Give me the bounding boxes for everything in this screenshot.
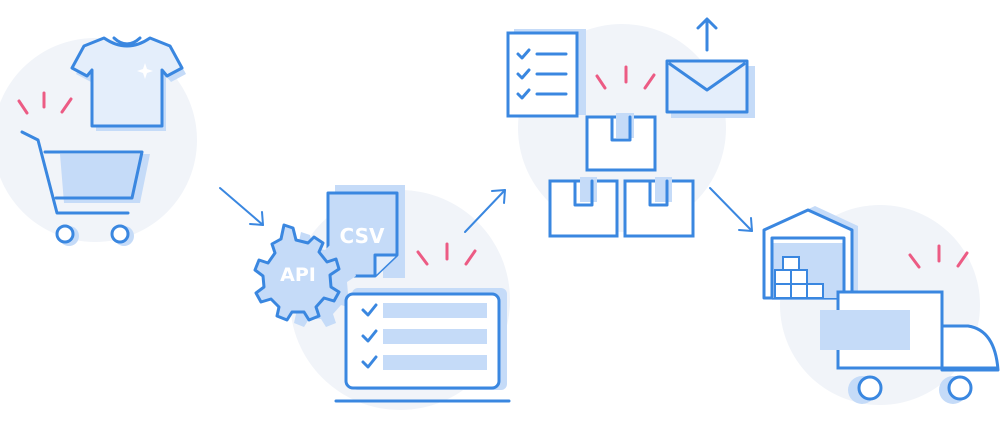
arrow-step3-to-step4 [709,187,753,232]
highlight-burst-truck [908,244,969,269]
box-bottom-right [623,177,695,238]
tshirt-icon [70,36,186,131]
stacked-boxes-icon [548,113,695,238]
step-ship [762,206,1000,404]
laptop-checklist-icon [334,288,511,403]
truck-wheel-front [939,375,973,404]
checklist-icon [506,29,586,118]
step-integration: CSV API [253,185,511,403]
laptop-checklist-rows [361,303,487,370]
envelope-icon [665,59,755,118]
csv-label: CSV [340,224,385,248]
warehouse-icon [762,206,858,300]
highlight-burst-cart [17,91,73,115]
flow-arrows [219,187,753,233]
highlight-burst-laptop [416,242,477,266]
box-top [585,113,657,172]
arrow-step2-to-step3 [464,189,506,233]
highlight-burst-boxes [595,65,656,90]
step-process [506,17,755,238]
sparkle-icon [137,63,153,79]
upload-arrow-icon [696,17,718,52]
api-label: API [280,264,316,286]
warehouse-crates [774,256,824,299]
csv-file-icon: CSV [326,185,405,278]
step-shop [17,36,186,246]
api-gear-icon: API [253,223,356,327]
truck-wheel-rear [848,375,883,404]
box-bottom-left [548,177,619,238]
shopping-cart-icon [20,130,150,246]
delivery-truck-icon [820,290,1000,404]
arrow-step1-to-step2 [219,187,264,226]
